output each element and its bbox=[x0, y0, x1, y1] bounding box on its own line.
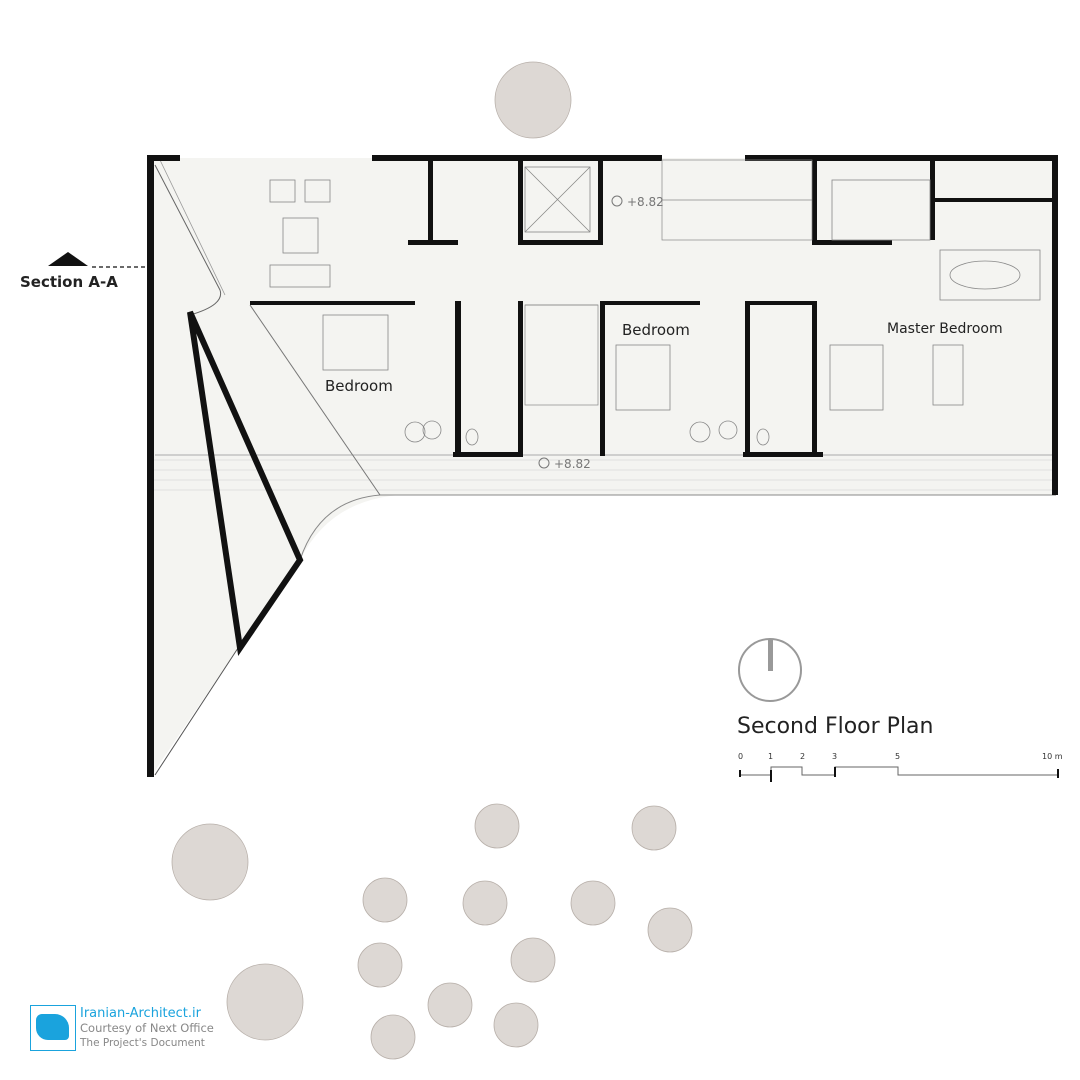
terrace bbox=[152, 459, 1056, 491]
tree-icon bbox=[462, 880, 508, 926]
tree-icon bbox=[362, 877, 408, 923]
stairs bbox=[524, 159, 813, 406]
scale-tick: 10 m bbox=[1042, 752, 1063, 761]
tree-icon bbox=[631, 805, 677, 851]
tree-icon bbox=[370, 1014, 416, 1060]
credits-courtesy: Courtesy of Next Office bbox=[80, 1021, 214, 1035]
credits-source: The Project's Document bbox=[80, 1037, 205, 1049]
scale-tick: 2 bbox=[800, 752, 806, 761]
level-label-terrace: +8.82 bbox=[554, 457, 591, 471]
credits: Iranian-Architect.ir Courtesy of Next Of… bbox=[80, 1006, 214, 1051]
level-label-upper: +8.82 bbox=[627, 195, 664, 209]
room-label-master-bedroom: Master Bedroom bbox=[887, 321, 1003, 337]
floor-area bbox=[152, 158, 1056, 775]
tree-icon bbox=[570, 880, 616, 926]
tree-icon bbox=[226, 963, 304, 1041]
tree-icon bbox=[427, 982, 473, 1028]
scale-tick: 0 bbox=[738, 752, 744, 761]
tree-icon bbox=[510, 937, 556, 983]
plan-title: Second Floor Plan bbox=[737, 714, 934, 739]
brand-logo bbox=[30, 1005, 76, 1051]
section-label: Section A-A bbox=[20, 273, 118, 291]
wedge-wall bbox=[187, 310, 304, 657]
credits-site: Iranian-Architect.ir bbox=[80, 1006, 201, 1021]
section-marker-icon bbox=[48, 252, 88, 266]
tree-icon bbox=[357, 942, 403, 988]
walls bbox=[147, 155, 1058, 777]
tree-icon bbox=[171, 823, 249, 901]
scale-tick: 1 bbox=[768, 752, 774, 761]
tree-icon bbox=[474, 803, 520, 849]
tree-icon bbox=[647, 907, 693, 953]
room-label-bedroom-2: Bedroom bbox=[622, 321, 690, 339]
scale-tick: 5 bbox=[895, 752, 901, 761]
scale-bar bbox=[739, 766, 1059, 782]
room-label-bedroom-1: Bedroom bbox=[325, 377, 393, 395]
furniture bbox=[269, 166, 1041, 446]
level-marker-icon bbox=[538, 457, 550, 469]
scale-tick: 3 bbox=[832, 752, 838, 761]
level-marker-icon bbox=[611, 195, 623, 207]
tree-icon bbox=[493, 1002, 539, 1048]
trees bbox=[171, 61, 693, 1060]
tree-icon bbox=[494, 61, 572, 139]
